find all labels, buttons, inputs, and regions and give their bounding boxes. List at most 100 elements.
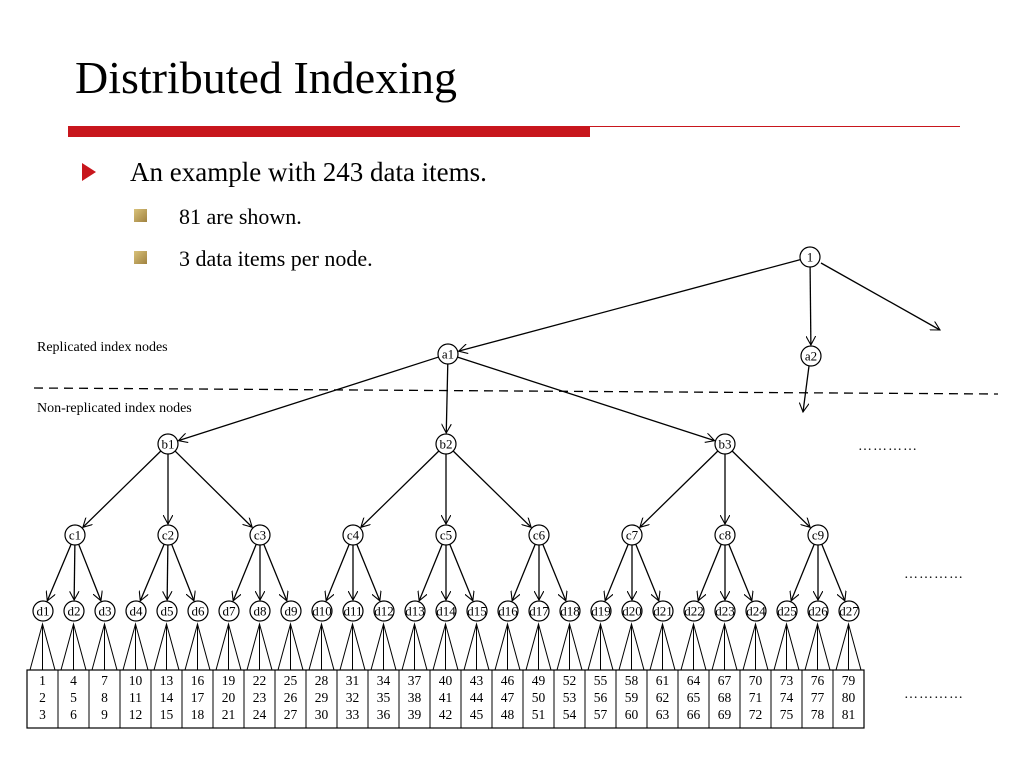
node-label: d26 — [808, 604, 828, 619]
data-item-cell: 8 — [101, 690, 108, 705]
non-replicated-label: Non-replicated index nodes — [37, 401, 192, 416]
node-label: b2 — [440, 437, 453, 452]
data-item-cell: 35 — [377, 690, 391, 705]
data-item-cell: 52 — [563, 673, 577, 688]
node-circle — [218, 600, 240, 622]
data-item-cell: 73 — [780, 673, 794, 688]
data-item-cell: 79 — [842, 673, 856, 688]
data-item-cell: 37 — [408, 673, 422, 688]
node-label: d15 — [467, 604, 487, 619]
edge-a1-b3 — [457, 356, 715, 441]
node-circle — [807, 600, 829, 622]
node-d4: d4 — [125, 600, 147, 622]
data-item-cell: 53 — [563, 690, 577, 705]
data-item-cell: 80 — [842, 690, 856, 705]
data-item-cell: 33 — [346, 707, 360, 722]
node-circle — [435, 600, 457, 622]
node-b2: b2 — [435, 433, 457, 455]
edge-c9-d25 — [791, 544, 815, 601]
node-d7: d7 — [218, 600, 240, 622]
node-label: d6 — [192, 604, 206, 619]
replicated-label: Replicated index nodes — [37, 340, 168, 355]
edge-c8-d22 — [698, 544, 722, 601]
node-c1: c1 — [64, 524, 86, 546]
edge-c4-d12 — [356, 544, 380, 601]
data-item-cell: 78 — [811, 707, 825, 722]
node-label: d16 — [498, 604, 518, 619]
data-item-cell: 60 — [625, 707, 639, 722]
node-circle — [32, 600, 54, 622]
data-item-cell: 57 — [594, 707, 608, 722]
node-label: c1 — [69, 528, 81, 543]
node-b3: b3 — [714, 433, 736, 455]
node-d26: d26 — [807, 600, 829, 622]
node-label: d12 — [374, 604, 394, 619]
title-rule-accent — [68, 126, 590, 137]
node-circle — [800, 345, 822, 367]
node-label: d2 — [68, 604, 81, 619]
node-c3: c3 — [249, 524, 271, 546]
data-item-cell: 6 — [70, 707, 77, 722]
edge-a1-b2 — [446, 363, 448, 433]
data-item-cell: 16 — [191, 673, 205, 688]
node-label: c5 — [440, 528, 452, 543]
data-item-cell: 49 — [532, 673, 546, 688]
data-item-cell: 61 — [656, 673, 670, 688]
ellipsis-3: ………… — [904, 687, 964, 702]
node-d23: d23 — [714, 600, 736, 622]
node-label: d5 — [161, 604, 174, 619]
node-label: d3 — [99, 604, 112, 619]
bullet-level2: 3 data items per node. — [134, 244, 373, 274]
edge-c6-d18 — [542, 544, 566, 601]
edge-c3-d7 — [233, 544, 257, 601]
node-d10: d10 — [311, 600, 333, 622]
data-item-cell: 34 — [377, 673, 391, 688]
data-item-cell: 31 — [346, 673, 360, 688]
data-item-cell: 24 — [253, 707, 267, 722]
data-items-table: 1234567891011121314151617181920212223242… — [26, 669, 865, 729]
node-circle — [745, 600, 767, 622]
node-d25: d25 — [776, 600, 798, 622]
node-circle — [435, 524, 457, 546]
node-circle — [63, 600, 85, 622]
data-item-cell: 74 — [780, 690, 794, 705]
data-item-cell: 45 — [470, 707, 484, 722]
square-bullet-icon — [134, 209, 147, 223]
node-c2: c2 — [157, 524, 179, 546]
data-item-cell: 18 — [191, 707, 205, 722]
node-label: d21 — [653, 604, 673, 619]
data-item-cell: 14 — [160, 690, 174, 705]
edge-b1-c3 — [174, 450, 252, 527]
node-circle — [714, 433, 736, 455]
node-d5: d5 — [156, 600, 178, 622]
node-d2: d2 — [63, 600, 85, 622]
node-d20: d20 — [621, 600, 643, 622]
node-label: d22 — [684, 604, 704, 619]
node-circle — [621, 600, 643, 622]
node-label: d14 — [436, 604, 456, 619]
data-item-cell: 65 — [687, 690, 701, 705]
node-circle — [280, 600, 302, 622]
node-label: d24 — [746, 604, 766, 619]
data-item-cell: 25 — [284, 673, 298, 688]
node-d14: d14 — [435, 600, 457, 622]
node-label: d13 — [405, 604, 425, 619]
node-circle — [776, 600, 798, 622]
data-item-cell: 64 — [687, 673, 701, 688]
node-d27: d27 — [838, 600, 860, 622]
node-c4: c4 — [342, 524, 364, 546]
node-circle — [652, 600, 674, 622]
data-item-cell: 26 — [284, 690, 298, 705]
node-label: c9 — [812, 528, 824, 543]
data-item-cell: 15 — [160, 707, 174, 722]
data-item-cell: 46 — [501, 673, 515, 688]
data-item-cell: 7 — [101, 673, 108, 688]
node-d19: d19 — [590, 600, 612, 622]
node-d3: d3 — [94, 600, 116, 622]
node-circle — [497, 600, 519, 622]
edge-c7-d21 — [635, 544, 659, 601]
data-item-cell: 67 — [718, 673, 732, 688]
data-item-cell: 62 — [656, 690, 670, 705]
